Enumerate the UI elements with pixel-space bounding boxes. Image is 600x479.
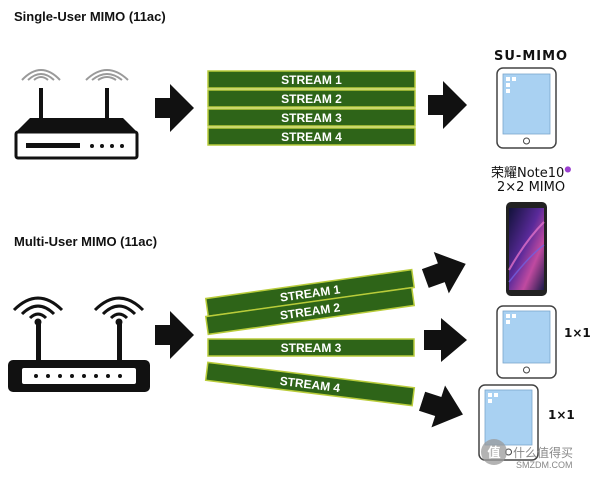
su-stream-2-label: STREAM 2	[281, 92, 342, 106]
mu-arrow-out-2-icon	[424, 318, 467, 362]
phone-mimo-label: 2×2 MIMO	[497, 180, 566, 195]
su-stream-4: STREAM 4	[207, 127, 416, 146]
smzdm-logo-icon: 值	[481, 439, 507, 465]
watermark-site: SMZDM.COM	[516, 460, 573, 470]
mu-arrow-out-1-icon	[421, 252, 466, 294]
su-stream-1-label: STREAM 1	[281, 73, 342, 87]
su-router-icon	[14, 69, 139, 160]
mu-tablet-1-icon	[496, 305, 557, 379]
su-stream-3-label: STREAM 3	[281, 111, 342, 125]
su-arrow-in-icon	[155, 84, 194, 132]
su-stream-3: STREAM 3	[207, 108, 416, 127]
mu-router-icon	[8, 296, 150, 392]
mu-stream-1: STREAM 1	[204, 268, 416, 318]
svg-text:值: 值	[487, 445, 500, 460]
tablet-2-stream-label: 1×1	[548, 408, 575, 422]
watermark-name: 什么值得买	[513, 446, 574, 460]
mu-stream-3: STREAM 3	[207, 338, 415, 357]
su-arrow-out-icon	[428, 81, 467, 129]
su-tablet-icon	[496, 67, 557, 149]
mu-arrow-out-3-icon	[418, 385, 463, 428]
mu-mimo-heading: Multi-User MIMO (11ac)	[14, 234, 158, 249]
phone-icon	[506, 202, 547, 296]
mu-stream-4: STREAM 4	[204, 361, 416, 407]
su-device-label: SU-MIMO	[494, 49, 569, 64]
mu-stream-2: STREAM 2	[204, 286, 416, 336]
su-mimo-heading: Single-User MIMO (11ac)	[14, 9, 166, 24]
tablet-1-stream-label: 1×1	[564, 326, 591, 340]
su-stream-4-label: STREAM 4	[281, 130, 342, 144]
mu-stream-3-label: STREAM 3	[281, 341, 342, 355]
su-stream-1: STREAM 1	[207, 70, 416, 89]
phone-name-label: 荣耀Note10●	[491, 164, 572, 181]
phone-logo-mark: ●	[564, 164, 572, 174]
mu-arrow-in-icon	[155, 311, 194, 359]
su-stream-2: STREAM 2	[207, 89, 416, 108]
